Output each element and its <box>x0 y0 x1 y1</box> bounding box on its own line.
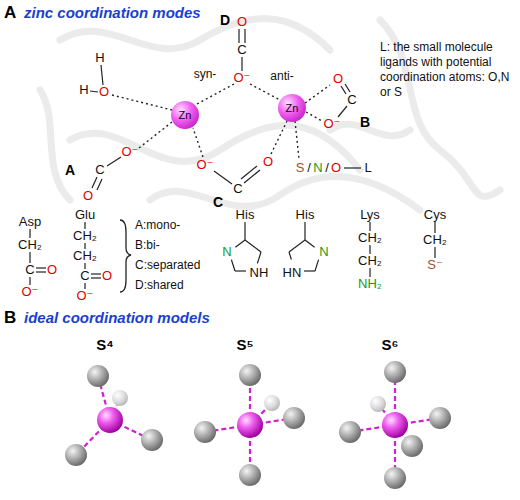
mode-letter: D <box>220 12 230 28</box>
bracket <box>120 220 131 292</box>
atom: O⁻ <box>122 145 139 160</box>
atom: O <box>102 269 112 284</box>
atom: S <box>296 161 305 176</box>
atom: O <box>333 72 343 87</box>
atom: C <box>95 163 104 178</box>
group: CH₂ <box>358 231 382 246</box>
mode-letter: B <box>360 114 370 130</box>
panel-title: ideal coordination models <box>24 309 210 326</box>
atom: H <box>79 83 88 98</box>
zinc-ion: Zn <box>171 101 199 129</box>
atom: H <box>95 51 104 66</box>
model-name: S⁴ <box>96 336 113 353</box>
group: CH₂ <box>73 249 97 264</box>
residue-name: Lys <box>360 208 380 223</box>
residue-name: His <box>236 208 255 223</box>
group: NH₂ <box>358 277 382 292</box>
atom: S⁻ <box>427 258 443 273</box>
ligand-note: L: the small molecule ligands with poten… <box>380 40 514 100</box>
atom: O⁻ <box>234 71 251 86</box>
atom: O <box>237 15 247 30</box>
atom: O <box>263 155 273 170</box>
panel-letter: A <box>4 3 16 23</box>
atom: N <box>319 245 328 260</box>
mode-note: anti- <box>270 70 293 84</box>
ion-label: Zn <box>286 102 299 114</box>
atom: O <box>99 85 109 100</box>
mode-key: A:mono- <box>135 219 180 233</box>
residue-name: Cys <box>424 208 446 223</box>
mode-key: D:shared <box>135 279 184 293</box>
model-name: S⁵ <box>236 336 253 353</box>
mode-note: syn- <box>194 68 217 82</box>
residue-name: Asp <box>19 215 41 230</box>
atom: O <box>47 263 57 278</box>
separator: / <box>325 161 329 176</box>
atom: O⁻ <box>324 117 341 132</box>
bond <box>30 29 435 289</box>
atom: HN <box>283 266 302 281</box>
atom: C <box>25 263 34 278</box>
atom: O⁻ <box>77 289 94 304</box>
model-name: S⁶ <box>382 336 399 353</box>
separator: / <box>307 161 311 176</box>
atom: O <box>331 161 341 176</box>
atom: N <box>313 161 322 176</box>
atom: N <box>222 245 231 260</box>
mode-key: C:separated <box>135 259 200 273</box>
mode-letter: A <box>65 162 75 178</box>
group: CH₂ <box>423 233 447 248</box>
panel-title: zinc coordination modes <box>24 4 201 21</box>
atom: C <box>347 93 356 108</box>
mode-key: B:bi- <box>135 239 160 253</box>
atom: C <box>237 43 246 58</box>
zinc-ion: Zn <box>278 94 306 122</box>
residue-name: Glu <box>75 208 95 223</box>
ion-label: Zn <box>179 109 192 121</box>
atom: NH <box>250 266 269 281</box>
atom: O <box>83 189 93 204</box>
residue-name: His <box>296 208 315 223</box>
group: CH₂ <box>358 254 382 269</box>
group: CH₂ <box>18 238 42 253</box>
panel-letter: B <box>4 308 16 328</box>
group: CH₂ <box>73 229 97 244</box>
atom: C <box>233 182 242 197</box>
mode-letter: C <box>213 194 223 210</box>
ligand-symbol: L <box>364 161 371 176</box>
atom: O⁻ <box>197 158 214 173</box>
coordination-model <box>65 361 451 489</box>
atom: C <box>80 269 89 284</box>
coordination-bond <box>112 84 330 159</box>
atom: O⁻ <box>22 285 39 300</box>
